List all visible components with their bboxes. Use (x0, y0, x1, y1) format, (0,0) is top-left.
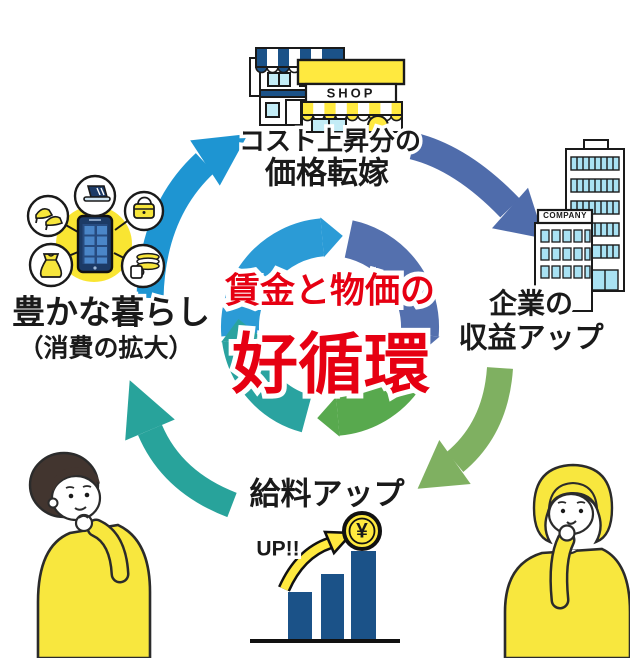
shop-sign-text: SHOP (326, 85, 376, 101)
handbag-icon (123, 190, 165, 232)
label-left-line2: （消費の拡大） （消費の拡大） (15, 333, 197, 365)
ring-arrowhead-lightblue (320, 217, 343, 258)
chart-up-label: UP!! UP!! (253, 535, 303, 563)
dishes-icon (120, 243, 166, 289)
smartphone-shopping-icon (26, 174, 166, 289)
arrow-salary-to-consumption (125, 380, 237, 518)
label-right-line2: 収益アップ 収益アップ (455, 321, 607, 357)
dress-icon (28, 242, 74, 288)
bar-chart-up-icon (250, 511, 400, 643)
center-title-line2: 好循環 好循環 (227, 326, 435, 402)
ring-segment-lightblue (220, 218, 325, 337)
coin-yen-symbol: ¥ (356, 519, 368, 543)
ring-arrowhead-slate (399, 333, 440, 356)
label-right-line1: 企業の 企業の (485, 286, 576, 321)
label-top-line2: 価格転嫁 価格転嫁 (262, 154, 393, 192)
laptop-icon (73, 174, 117, 218)
ring-arrowhead-teal (221, 319, 261, 343)
ring-arrowhead-green (317, 396, 340, 437)
cycle-ring (220, 217, 440, 437)
company-building-icon (534, 139, 625, 312)
arrow-shop-to-company (409, 132, 545, 239)
up-arrow-icon (278, 530, 355, 592)
company-sign-text: COMPANY (543, 211, 587, 220)
shoes-icon (26, 194, 70, 238)
label-left-line1: 豊かな暮らし 豊かな暮らし (9, 292, 214, 332)
label-bottom-line1: 給料アップ 給料アップ (246, 475, 408, 513)
yen-coin-icon (342, 511, 382, 551)
thinking-man-illustration (28, 451, 152, 658)
label-top-line1: コスト上昇分の コスト上昇分の (235, 125, 424, 158)
shop-icon (249, 47, 406, 133)
ring-segment-slate (344, 220, 440, 337)
ring-segment-teal (222, 336, 313, 433)
arrow-company-to-salary (417, 366, 513, 489)
ring-segment-green (335, 359, 427, 436)
thinking-woman-illustration (503, 463, 630, 658)
center-title-line1: 賃金と物価の 賃金と物価の (220, 269, 440, 314)
smartphone-icon (76, 214, 114, 274)
